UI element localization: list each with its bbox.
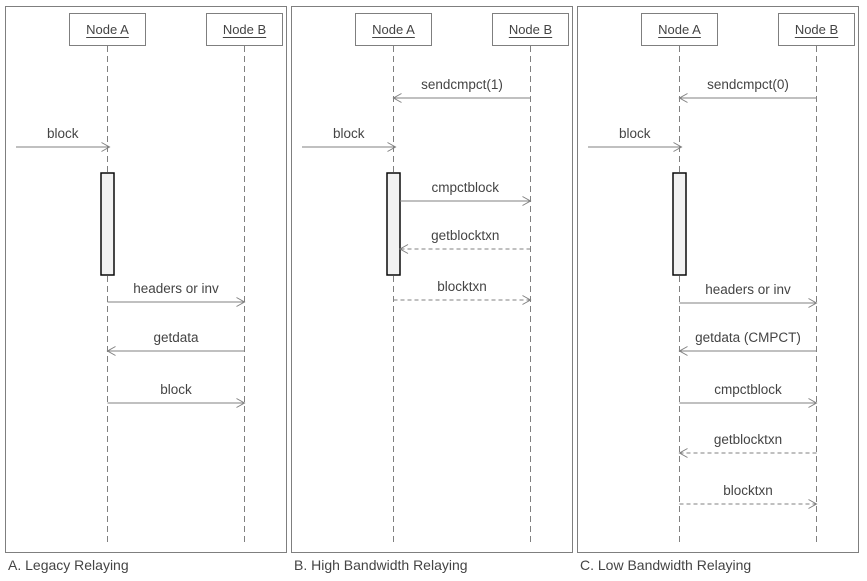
node-b-box: Node B: [778, 13, 855, 46]
arrowhead-icon: [808, 499, 818, 509]
node-b-label: Node B: [222, 22, 267, 37]
message-arrow-blocktxn: [393, 295, 532, 305]
message-arrow-cmpctblock: [400, 196, 532, 206]
message-arrow-getdata-cmpct-: [678, 346, 817, 356]
arrowhead-icon: [678, 448, 688, 458]
message-label: sendcmpct(1): [421, 77, 503, 92]
message-label: block: [160, 382, 192, 397]
activation-bar: [672, 172, 687, 276]
message-arrow-getdata: [106, 346, 245, 356]
activation-bar: [386, 172, 401, 276]
message-label: sendcmpct(0): [707, 77, 789, 92]
arrowhead-icon: [101, 142, 111, 152]
panel-a-lines: [16, 46, 246, 544]
message-arrow-block: [16, 142, 111, 152]
message-label: getdata: [153, 330, 199, 345]
message-label: cmpctblock: [431, 180, 500, 195]
arrowhead-icon: [106, 346, 116, 356]
message-arrow-block: [302, 142, 397, 152]
arrowhead-icon: [522, 196, 532, 206]
message-label: cmpctblock: [714, 382, 782, 397]
panel-b-caption: B. High Bandwidth Relaying: [294, 557, 468, 573]
arrowhead-icon: [392, 93, 402, 103]
node-a-box: Node A: [355, 13, 432, 46]
message-label: getblocktxn: [431, 228, 500, 243]
arrowhead-icon: [387, 142, 397, 152]
message-arrow-sendcmpct-0-: [678, 93, 817, 103]
node-a-label: Node A: [86, 22, 129, 37]
panel-c: sendcmpct(0) block headers or inv getdata (…: [577, 6, 859, 553]
panel-b: sendcmpct(1) block cmpctblock getblocktxn bl…: [291, 6, 573, 553]
node-b-box: Node B: [206, 13, 283, 46]
arrowhead-icon: [236, 398, 246, 408]
message-label: headers or inv: [133, 281, 219, 296]
node-b-label: Node B: [794, 22, 839, 37]
node-a-label: Node A: [658, 22, 701, 37]
arrowhead-icon: [236, 297, 246, 307]
message-label: getblocktxn: [713, 432, 783, 447]
panel-b-lines: [302, 46, 532, 544]
arrowhead-icon: [678, 93, 688, 103]
message-arrow-blocktxn: [679, 499, 818, 509]
activation-bar: [100, 172, 115, 276]
arrowhead-icon: [398, 244, 409, 254]
panel-a: block headers or inv getdata block Node A Nod…: [5, 6, 287, 553]
message-arrow-getblocktxn: [678, 448, 817, 458]
message-arrow-block: [588, 142, 683, 152]
arrowhead-icon: [808, 298, 818, 308]
message-arrow-block: [107, 398, 246, 408]
node-b-box: Node B: [492, 13, 569, 46]
arrowhead-icon: [808, 398, 818, 408]
message-arrow-headers-or-inv: [107, 297, 246, 307]
panel-c-caption: C. Low Bandwidth Relaying: [580, 557, 752, 573]
message-label: blocktxn: [437, 279, 487, 294]
node-b-label: Node B: [508, 22, 553, 37]
message-label: block: [618, 126, 651, 141]
message-arrow-cmpctblock: [679, 398, 818, 408]
message-label: block: [46, 126, 79, 141]
panel-a-caption: A. Legacy Relaying: [8, 557, 129, 573]
message-arrow-sendcmpct-1-: [392, 93, 531, 103]
node-a-label: Node A: [372, 22, 415, 37]
message-label: getdata (CMPCT): [695, 330, 801, 345]
message-label: blocktxn: [723, 483, 773, 498]
panel-c-lines: [588, 46, 818, 544]
node-a-box: Node A: [69, 13, 146, 46]
arrowhead-icon: [673, 142, 683, 152]
arrowhead-icon: [678, 346, 688, 356]
node-a-box: Node A: [641, 13, 718, 46]
message-label: block: [332, 126, 365, 141]
message-arrow-headers-or-inv: [679, 298, 818, 308]
message-arrow-getblocktxn: [398, 244, 531, 254]
message-label: headers or inv: [705, 282, 791, 297]
arrowhead-icon: [522, 295, 532, 305]
